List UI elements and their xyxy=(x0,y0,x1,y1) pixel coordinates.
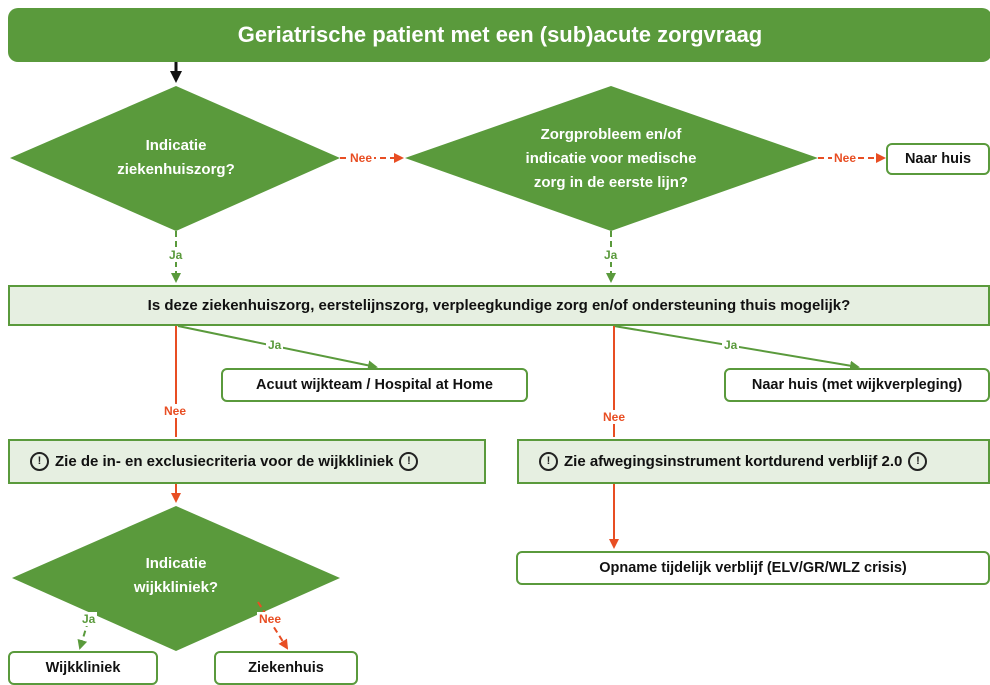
decision-line: ziekenhuiszorg? xyxy=(117,161,235,178)
outcome-label: Opname tijdelijk verblijf (ELV/GR/WLZ cr… xyxy=(599,560,907,576)
exclamation-circle-icon: ! xyxy=(908,452,928,471)
outcome-label: Naar huis xyxy=(904,151,972,167)
exclamation-circle-icon: ! xyxy=(30,452,49,471)
outcome-label: Wijkkliniek xyxy=(45,660,121,676)
decision-wijkkliniek-text: Indicatie wijkkliniek? xyxy=(60,546,292,606)
edge-label-ja: Ja xyxy=(602,248,620,262)
edge-label-nee: Nee xyxy=(601,410,628,424)
outcome-ziekenhuis: Ziekenhuis xyxy=(214,651,358,685)
decision-ziekenhuiszorg-text: Indicatie ziekenhuiszorg? xyxy=(60,128,292,188)
outcome-wijkkliniek: Wijkkliniek xyxy=(8,651,158,685)
edge-label-nee: Nee xyxy=(257,612,284,626)
edge-label-nee: Nee xyxy=(832,151,859,165)
decision-line: Indicatie xyxy=(145,555,207,572)
edge-label-nee: Nee xyxy=(162,404,189,418)
decision-diamond-ziekenhuiszorg xyxy=(10,86,340,231)
edge-label-ja: Ja xyxy=(266,338,284,352)
edge-label-ja: Ja xyxy=(80,612,98,626)
outcome-label: Acuut wijkteam / Hospital at Home xyxy=(256,377,493,393)
info-text: Zie afwegingsinstrument kortdurend verbl… xyxy=(564,453,903,470)
title-text: Geriatrische patient met een (sub)acute … xyxy=(237,22,763,47)
outcome-label: Ziekenhuis xyxy=(248,660,324,676)
edge-label-nee: Nee xyxy=(348,151,375,165)
decision-line: wijkkliniek? xyxy=(133,579,219,596)
outcome-naar-huis: Naar huis xyxy=(886,143,990,175)
decision-eerste-lijn-text: Zorgprobleem en/of indicatie voor medisc… xyxy=(470,122,752,196)
decision-line: Indicatie xyxy=(145,137,207,154)
info-bar-afwegingsinstrument: ! Zie afwegingsinstrument kortdurend ver… xyxy=(517,439,990,484)
title-bar: Geriatrische patient met een (sub)acute … xyxy=(8,8,990,62)
edge-label-ja: Ja xyxy=(167,248,185,262)
decision-diamond-eerste-lijn xyxy=(405,86,818,231)
exclamation-circle-icon: ! xyxy=(399,452,419,471)
question-bar: Is deze ziekenhuiszorg, eerstelijnszorg,… xyxy=(8,285,990,326)
decision-diamond-wijkkliniek xyxy=(12,506,340,651)
outcome-opname-tijdelijk-verblijf: Opname tijdelijk verblijf (ELV/GR/WLZ cr… xyxy=(516,551,990,585)
decision-line: zorg in de eerste lijn? xyxy=(533,174,689,191)
outcome-label: Naar huis (met wijkverpleging) xyxy=(751,377,963,393)
edge-label-ja: Ja xyxy=(722,338,740,352)
question-text: Is deze ziekenhuiszorg, eerstelijnszorg,… xyxy=(147,297,851,314)
info-bar-wijkkliniek-criteria: ! Zie de in- en exclusiecriteria voor de… xyxy=(8,439,486,484)
outcome-acuut-wijkteam: Acuut wijkteam / Hospital at Home xyxy=(221,368,528,402)
decision-line: Zorgprobleem en/of xyxy=(540,126,682,143)
edge-nee-5 xyxy=(257,601,289,650)
decision-line: indicatie voor medische xyxy=(525,150,697,167)
exclamation-circle-icon: ! xyxy=(539,452,558,471)
outcome-naar-huis-wijkverpleging: Naar huis (met wijkverpleging) xyxy=(724,368,990,402)
info-text: Zie de in- en exclusiecriteria voor de w… xyxy=(55,453,394,470)
